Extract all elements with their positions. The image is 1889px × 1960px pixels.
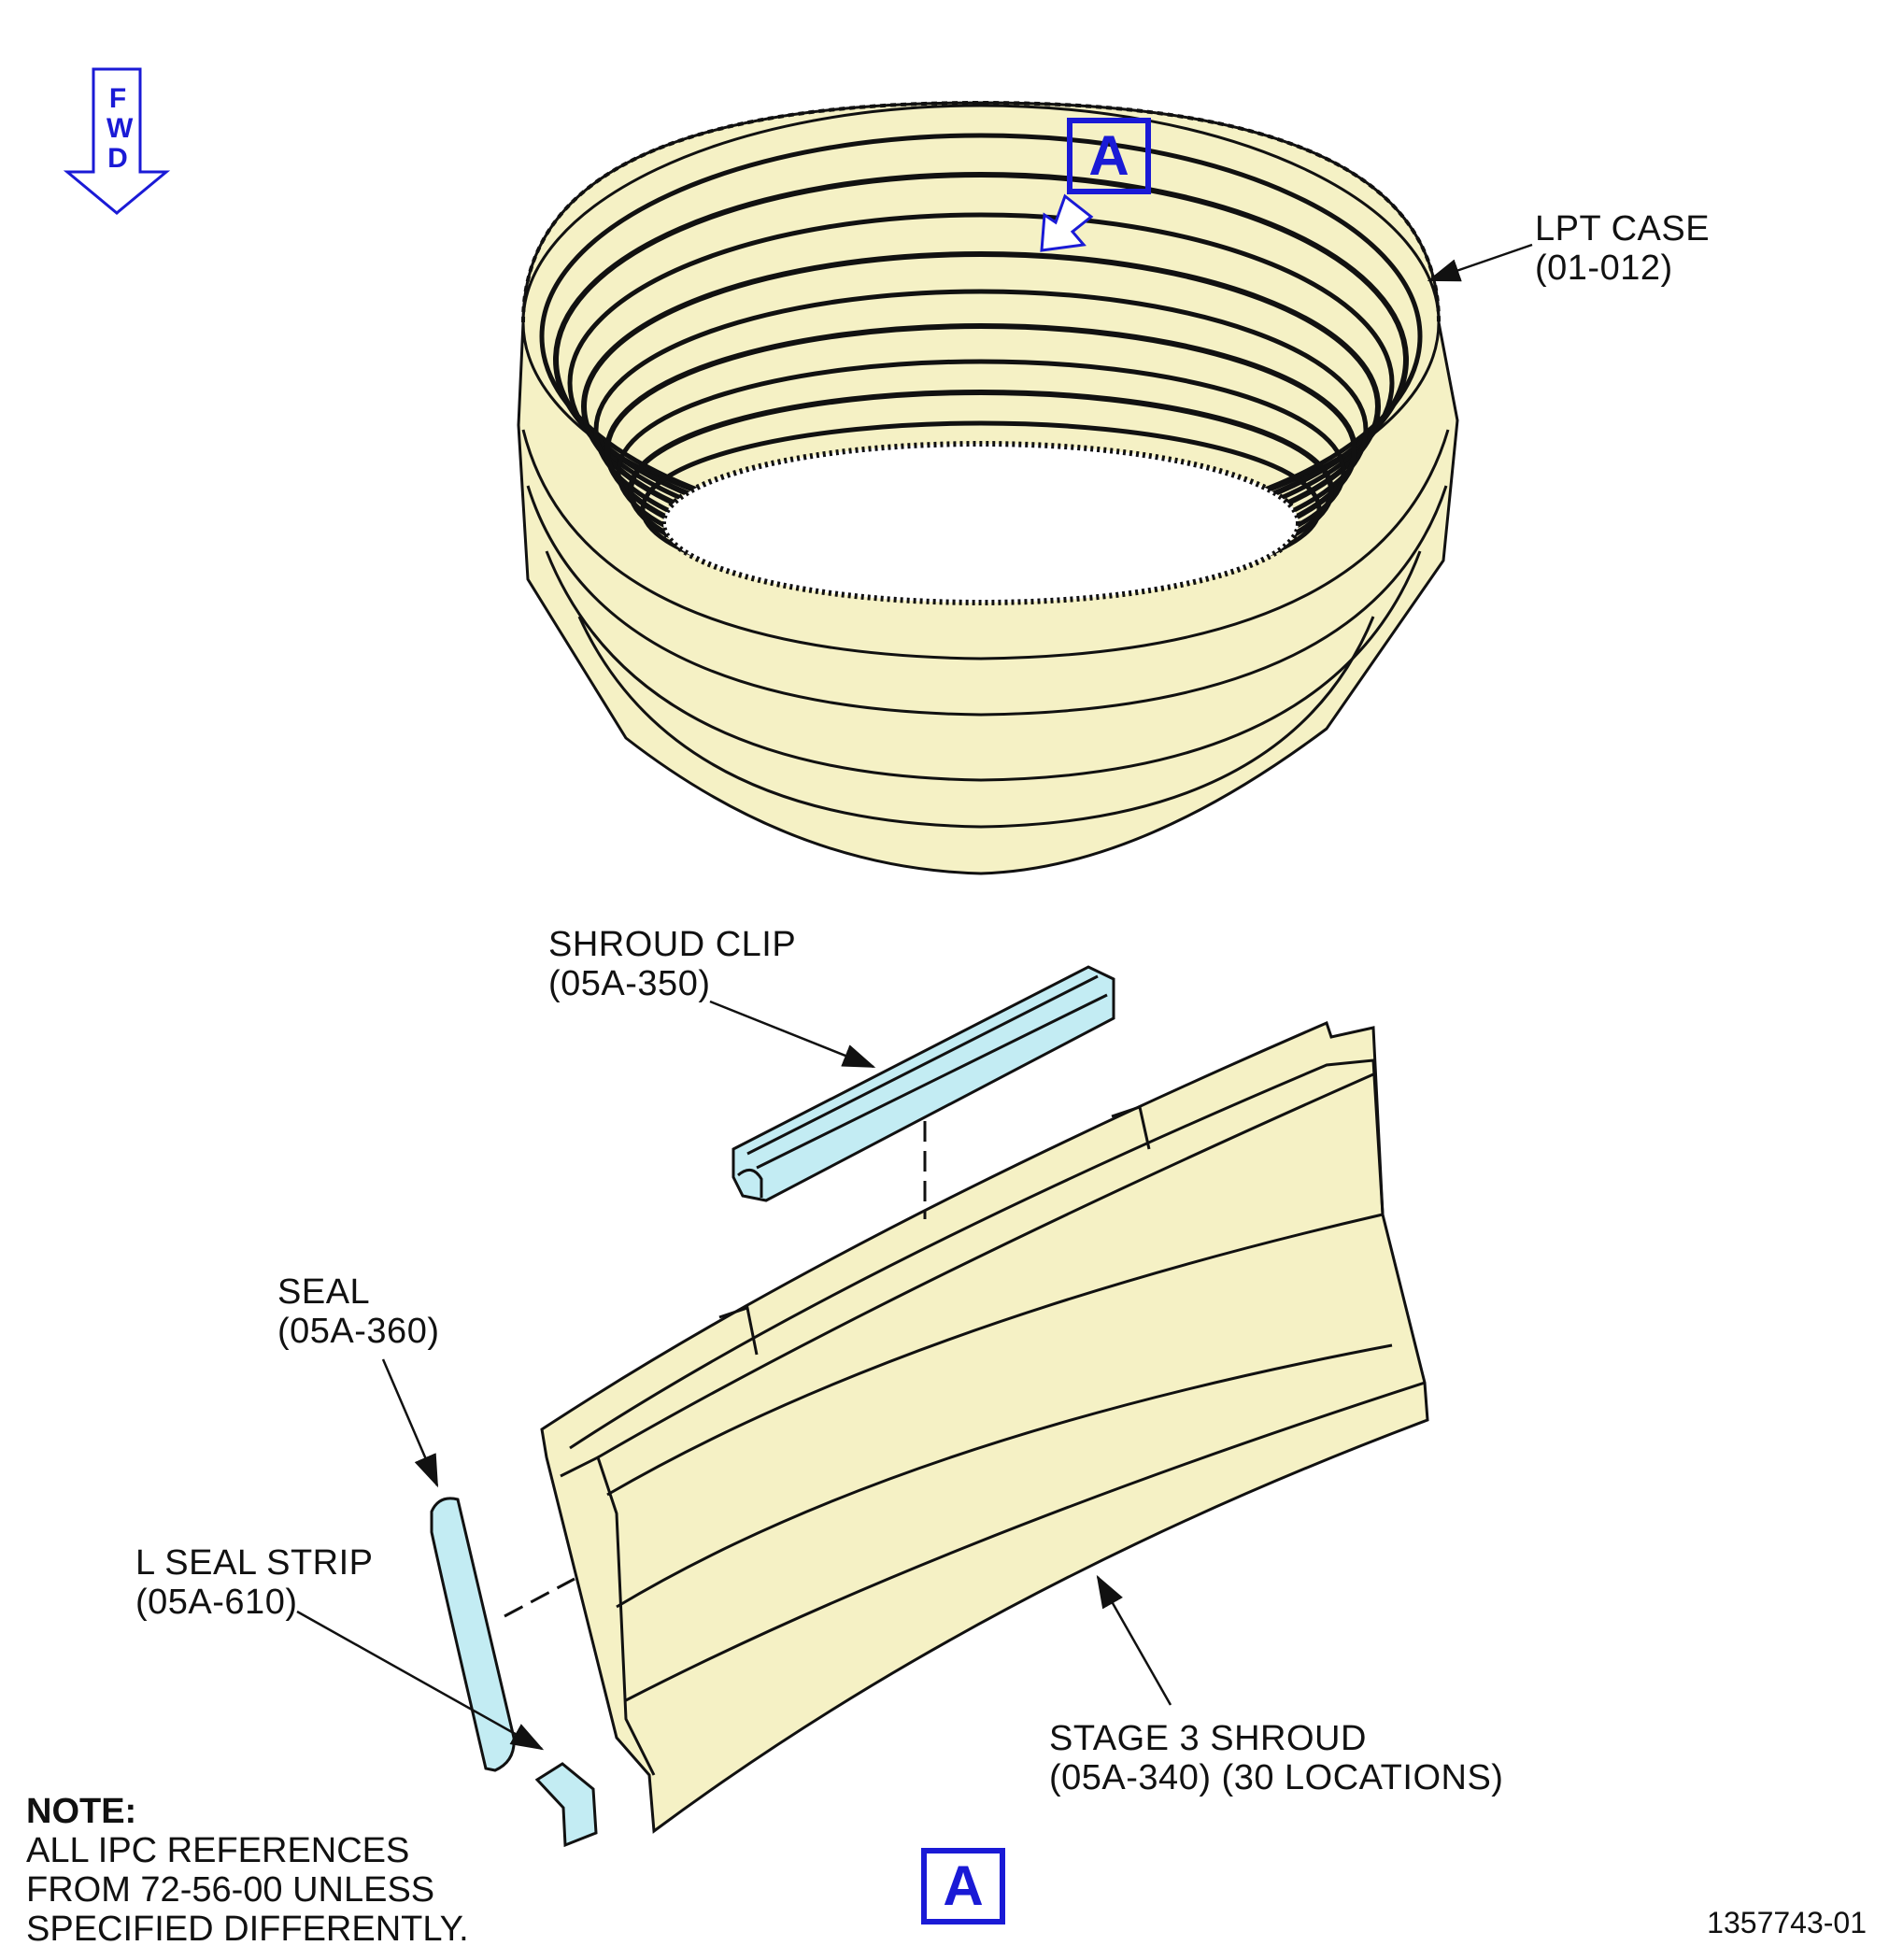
label-name: SHROUD CLIP xyxy=(548,925,797,964)
fwd-letter: W xyxy=(107,113,134,144)
label-ref: (01-012) xyxy=(1535,249,1673,288)
lpt-case xyxy=(517,100,1459,875)
fwd-arrow-icon xyxy=(63,67,171,215)
note-block: NOTE: ALL IPC REFERENCES FROM 72-56-00 U… xyxy=(26,1792,469,1949)
label-name: LPT CASE xyxy=(1535,209,1711,249)
label-shroud-clip: SHROUD CLIP (05A-350) xyxy=(548,925,796,1003)
fwd-letter: F xyxy=(108,83,127,114)
label-stage3-shroud: STAGE 3 SHROUD (05A-340) (30 LOCATIONS) xyxy=(1049,1719,1503,1797)
view-arrow-icon xyxy=(1040,193,1094,252)
alignment-line xyxy=(504,1577,575,1618)
note-heading: NOTE: xyxy=(26,1792,137,1831)
label-name: SEAL xyxy=(277,1272,371,1312)
view-callout-top: A xyxy=(1067,118,1151,194)
label-ref: (05A-340) (30 LOCATIONS) xyxy=(1049,1758,1504,1797)
figure-number: 1357743-01 xyxy=(1707,1906,1867,1939)
view-callout-bottom: A xyxy=(921,1848,1005,1924)
fwd-letter: D xyxy=(107,143,128,174)
seal xyxy=(430,1497,516,1772)
note-line: ALL IPC REFERENCES xyxy=(26,1831,410,1870)
note-line: FROM 72-56-00 UNLESS xyxy=(26,1870,435,1910)
note-line: SPECIFIED DIFFERENTLY. xyxy=(26,1910,469,1949)
label-ref: (05A-350) xyxy=(548,964,711,1003)
label-name: STAGE 3 SHROUD xyxy=(1049,1719,1367,1758)
shroud-clip xyxy=(731,965,1115,1202)
label-ref: (05A-610) xyxy=(135,1583,298,1622)
label-ref: (05A-360) xyxy=(277,1312,440,1351)
fwd-indicator: F W D xyxy=(107,83,134,174)
leader-lines xyxy=(296,243,1533,1751)
l-seal-strip xyxy=(534,1762,598,1848)
label-lpt-case: LPT CASE (01-012) xyxy=(1535,209,1710,288)
label-seal: SEAL (05A-360) xyxy=(277,1272,439,1351)
label-name: L SEAL STRIP xyxy=(135,1543,374,1583)
label-l-seal-strip: L SEAL STRIP (05A-610) xyxy=(135,1543,374,1622)
stage3-shroud xyxy=(540,1020,1429,1834)
